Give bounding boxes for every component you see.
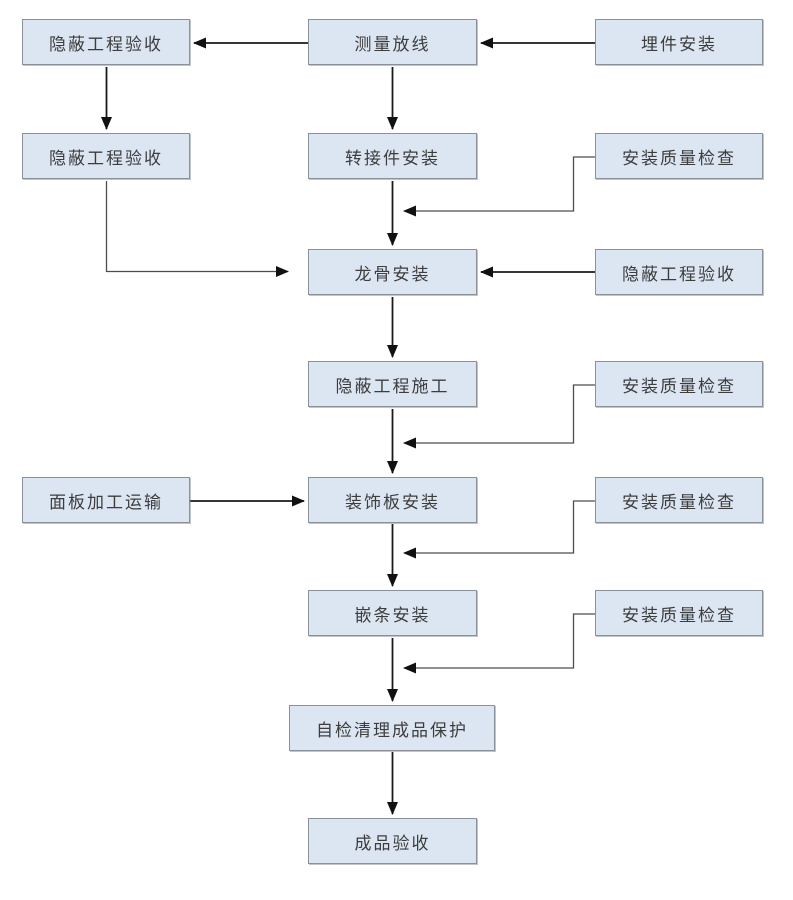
flow-node-hidden-works-acceptance-2: 隐蔽工程验收 [22, 133, 190, 179]
flow-node-keel-install: 龙骨安装 [308, 249, 477, 295]
flow-node-self-check-cleanup-protection: 自检清理成品保护 [289, 705, 495, 751]
flow-node-panel-processing-transport: 面板加工运输 [22, 477, 190, 523]
flow-node-inlay-strip-install: 嵌条安装 [308, 590, 477, 636]
flow-node-embedded-parts-install: 埋件安装 [595, 19, 763, 65]
flow-node-quality-check-1: 安装质量检查 [595, 133, 763, 179]
flow-node-adapter-install: 转接件安装 [308, 133, 477, 179]
flow-node-quality-check-3: 安装质量检查 [595, 477, 763, 523]
flow-node-hidden-works-acceptance-1: 隐蔽工程验收 [22, 19, 190, 65]
flow-node-finished-product-acceptance: 成品验收 [308, 818, 477, 864]
flow-node-quality-check-2: 安装质量检查 [595, 361, 763, 407]
flow-node-quality-check-4: 安装质量检查 [595, 590, 763, 636]
flow-node-hidden-works-acceptance-3: 隐蔽工程验收 [595, 249, 763, 295]
elbow-arrow-yinbi2-to-longgu [105, 181, 289, 277]
flow-node-hidden-works-construction: 隐蔽工程施工 [308, 361, 477, 407]
flow-node-decorative-panel-install: 装饰板安装 [308, 477, 477, 523]
flow-node-measure-layout: 测量放线 [308, 19, 477, 65]
